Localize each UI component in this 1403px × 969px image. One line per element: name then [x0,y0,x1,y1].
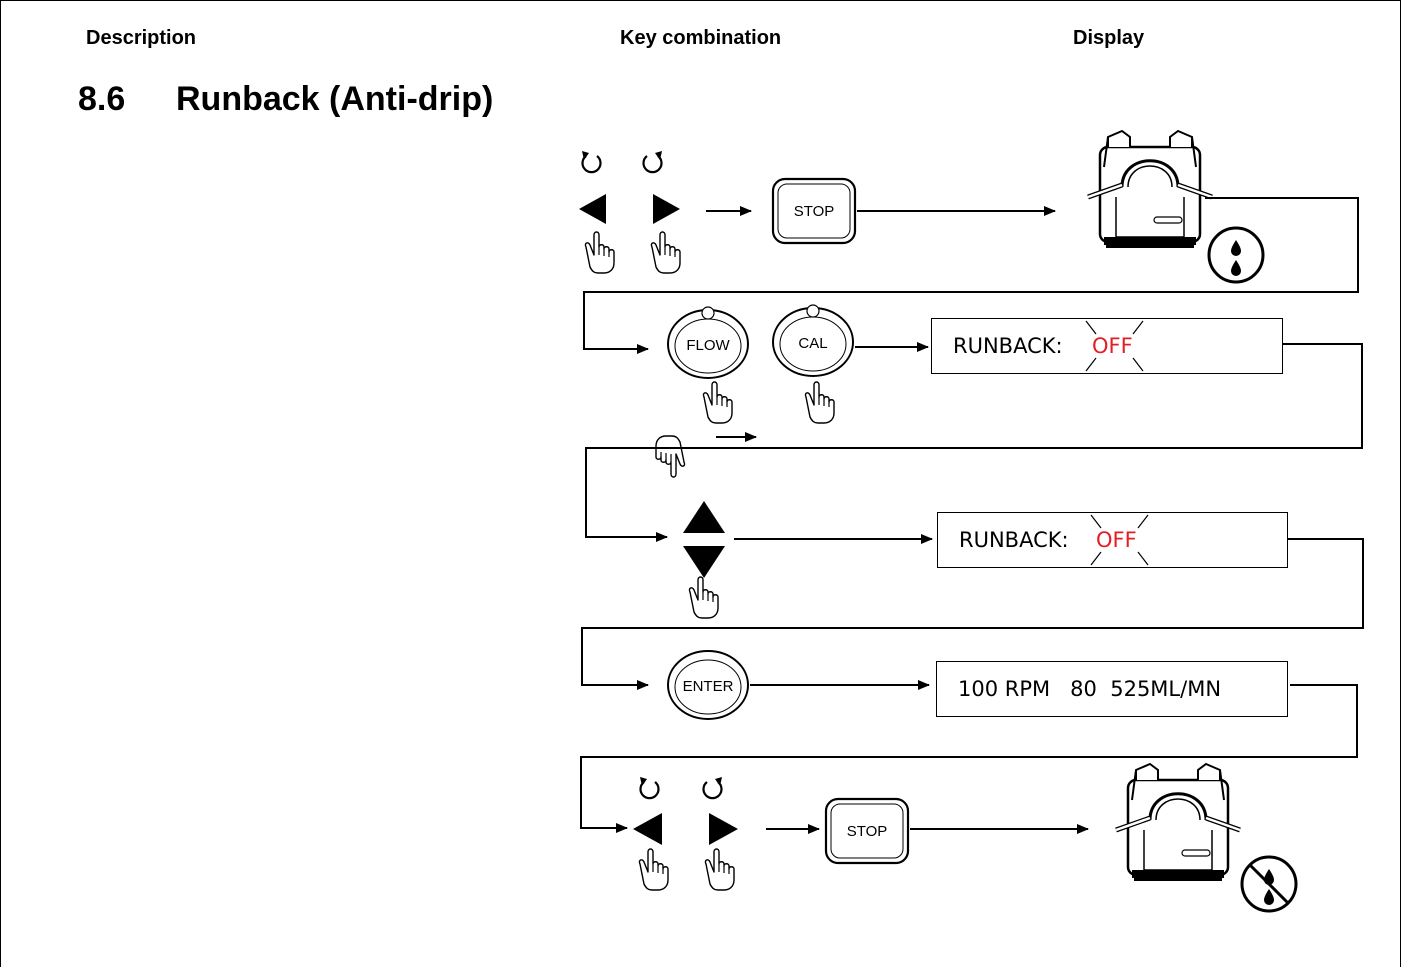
stop-button-label: STOP [794,203,835,220]
stop-button[interactable] [771,177,857,245]
press-hand-icon [650,231,681,274]
display-status-line: 100 RPM 80 525ML/MN [958,677,1222,701]
rotate-cw-icon [702,775,724,800]
down-arrow-key-icon[interactable] [683,546,725,578]
right-arrow-key-icon[interactable] [653,194,680,224]
display-runback-label: RUNBACK: [959,528,1069,552]
rotate-cw-icon [642,149,664,174]
rotate-ccw-icon [580,149,602,174]
left-arrow-key-icon[interactable] [579,194,606,224]
press-hand-icon [655,435,686,478]
blink-indicator [1085,320,1144,372]
column-header-description: Description [86,27,197,49]
stop-button[interactable] [824,797,910,865]
enter-button[interactable] [667,650,749,720]
cal-button-label: CAL [798,335,827,352]
stop-button-label: STOP [847,823,888,840]
left-arrow-key-icon[interactable] [633,813,662,845]
press-hand-icon [584,231,615,274]
enter-button-label: ENTER [683,678,734,695]
press-hand-icon [704,848,735,891]
press-hand-icon [688,576,719,619]
pump-head-illustration [1088,131,1212,248]
press-hand-icon [702,381,733,424]
right-arrow-key-icon[interactable] [709,813,738,845]
column-header-key-combination: Key combination [620,27,782,49]
blink-indicator [1090,514,1149,566]
display-runback-value: OFF [1096,528,1137,552]
display-runback-label: RUNBACK: [953,334,1063,358]
section-number: 8.6 [78,80,126,118]
pump-head-illustration [1116,764,1240,881]
flow-button-label: FLOW [686,337,730,354]
press-hand-icon [638,848,669,891]
up-arrow-key-icon[interactable] [683,501,725,533]
lcd-display-runback-select: RUNBACK: OFF [937,512,1288,568]
section-title: Runback (Anti-drip) [176,80,494,118]
display-runback-value: OFF [1092,334,1133,358]
lcd-display-status: 100 RPM 80 525ML/MN [936,661,1288,717]
lcd-display-runback: RUNBACK: OFF [931,318,1283,374]
rotate-ccw-icon [638,775,660,800]
press-hand-icon [804,381,835,424]
column-header-display: Display [1073,27,1145,49]
